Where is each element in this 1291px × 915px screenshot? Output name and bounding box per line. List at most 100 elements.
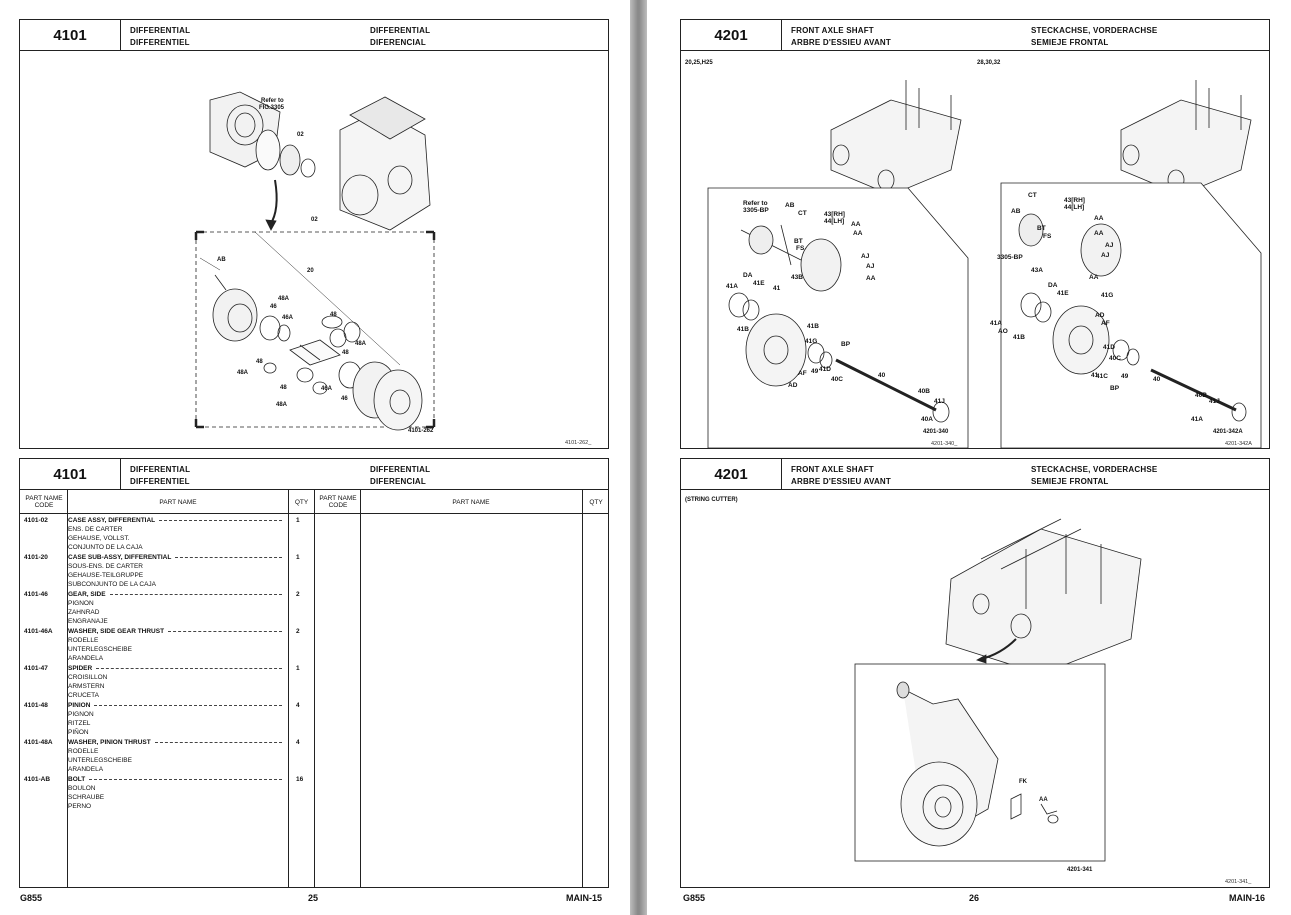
header-code-2: PART NAME CODE [319, 495, 357, 509]
right-variant-callout: 41C [1096, 373, 1108, 380]
part-code: 4101-02 [24, 517, 48, 524]
refer-fig-label: FIG.3305 [259, 105, 285, 111]
left-variant-callout: 41B [737, 326, 749, 333]
variant-left-label: 20,25,H25 [685, 60, 713, 66]
title-es: SEMIEJE FRONTAL [1031, 38, 1109, 47]
part-code: 4101-48 [24, 702, 48, 709]
part-name-en-line: SPIDER [68, 664, 283, 673]
part-name-fr: RODELLE [68, 637, 99, 644]
part-code: 4101-AB [24, 776, 51, 783]
column-divider [288, 489, 289, 887]
part-name-es: CRUCETA [68, 692, 99, 699]
left-variant-callout: AA [851, 221, 861, 228]
right-variant-callout: AA [1089, 274, 1099, 281]
callout-48-1: 48 [330, 312, 337, 318]
column-divider [582, 489, 583, 887]
part-name-es: PIÑON [68, 729, 89, 736]
right-variant-callout: AD [1095, 312, 1105, 319]
part-name-fr: RODELLE [68, 748, 99, 755]
title-fr: ARBRE D'ESSIEU AVANT [791, 38, 891, 47]
callout-02-a: 02 [297, 132, 304, 138]
right-variant-callout: 41E [1057, 290, 1069, 297]
callout-48-4: 48 [280, 385, 287, 391]
column-divider [67, 489, 68, 887]
right-variant-callout: CT [1028, 192, 1037, 199]
left-variant-callout: 3305-BP [743, 207, 769, 214]
part-name-en: GEAR, SIDE [68, 591, 106, 598]
title-de: DIFFERENTIAL [370, 26, 431, 35]
left-variant-callout: FS [796, 245, 805, 252]
right-corner-id: 4201-342A [1225, 441, 1252, 447]
left-variant-callout: AD [788, 382, 798, 389]
leader-dashes [94, 704, 283, 706]
string-cutter-drawing [854, 518, 1142, 862]
part-qty: 16 [296, 776, 304, 783]
title-fr: ARBRE D'ESSIEU AVANT [791, 477, 891, 486]
leader-dashes [96, 667, 283, 669]
part-name-de: ZAHNRAD [68, 609, 100, 616]
callout-ab: AB [217, 257, 226, 263]
right-variant-callout: BP [1110, 385, 1120, 392]
part-name-en-line: CASE SUB-ASSY, DIFFERENTIAL [68, 553, 283, 562]
part-name-es: CONJUNTO DE LA CAJA [68, 544, 143, 551]
parts-table-4101: 4101 DIFFERENTIAL DIFFERENTIEL DIFFERENT… [19, 458, 609, 888]
figure-header: 4201 FRONT AXLE SHAFT ARBRE D'ESSIEU AVA… [681, 20, 1269, 51]
string-cutter-note: (STRING CUTTER) [685, 497, 738, 503]
part-name-en-line: WASHER, PINION THRUST [68, 738, 282, 747]
footer-page-number: 25 [308, 893, 319, 903]
part-name-en: SPIDER [68, 665, 93, 672]
left-variant-callout: AJ [861, 253, 870, 260]
part-name-en: WASHER, PINION THRUST [68, 739, 151, 746]
title-en: FRONT AXLE SHAFT [791, 465, 874, 474]
left-variant-callout: AA [866, 275, 876, 282]
part-name-de: GEHAUSE-TEILGRUPPE [68, 572, 144, 579]
title-fr: DIFFERENTIEL [130, 38, 190, 47]
table-title-fr: DIFFERENTIEL [130, 477, 190, 486]
left-variant-callout: CT [798, 210, 807, 217]
left-variant-callout: Refer to [743, 200, 768, 207]
right-variant-callout: AO [998, 328, 1008, 335]
part-qty: 1 [296, 554, 300, 561]
right-variant-callout: 44[LH] [1064, 204, 1085, 211]
right-variant-callout: 43A [1031, 267, 1043, 274]
figure-panel-4201-string-cutter: 4201 FRONT AXLE SHAFT ARBRE D'ESSIEU AVA… [680, 458, 1270, 888]
part-code: 4101-46A [24, 628, 53, 635]
left-variant-callout: 44[LH] [824, 218, 845, 225]
part-name-en: CASE ASSY, DIFFERENTIAL [68, 517, 156, 524]
right-variant-callout: FS [1043, 233, 1052, 240]
left-corner-id: 4201-340_ [931, 441, 958, 447]
leader-dashes [89, 778, 283, 780]
right-variant-callout: 41D [1103, 344, 1115, 351]
figure-header: 4101 DIFFERENTIAL DIFFERENTIEL DIFFERENT… [20, 20, 608, 51]
figure-panel-4101: 4101 DIFFERENTIAL DIFFERENTIEL DIFFERENT… [19, 19, 609, 449]
right-variant-callout: AF [1101, 320, 1110, 327]
right-page: 4201 FRONT AXLE SHAFT ARBRE D'ESSIEU AVA… [647, 0, 1291, 915]
part-code: 4101-20 [24, 554, 48, 561]
right-figure-id: 4201-342A [1213, 429, 1243, 435]
left-variant-callout: 41D [819, 366, 831, 373]
left-variant-callout: 41E [753, 280, 765, 287]
part-name-fr: BOULON [68, 785, 96, 792]
right-variant-callout: 41B [1013, 334, 1025, 341]
part-qty: 1 [296, 665, 300, 672]
left-variant-callout: 40B [918, 388, 930, 395]
callout-20: 20 [307, 268, 314, 274]
leader-dashes [154, 741, 282, 743]
left-figure-id: 4201-340 [923, 429, 949, 435]
left-variant-callout: 41J [934, 398, 945, 405]
part-qty: 2 [296, 628, 300, 635]
left-variant-callout: 41G [805, 338, 818, 345]
part-name-en: CASE SUB-ASSY, DIFFERENTIAL [68, 554, 172, 561]
part-name-en-line: GEAR, SIDE [68, 590, 282, 599]
part-name-en-line: CASE ASSY, DIFFERENTIAL [68, 516, 283, 525]
front-axle-exploded-drawing [707, 80, 1262, 449]
footer-page-number: 26 [969, 893, 980, 903]
right-variant-callout: AA [1094, 215, 1104, 222]
figure-panel-4201: 4201 FRONT AXLE SHAFT ARBRE D'ESSIEU AVA… [680, 19, 1270, 449]
left-variant-callout: 41 [773, 285, 781, 292]
title-de: STECKACHSE, VORDERACHSE [1031, 465, 1158, 474]
